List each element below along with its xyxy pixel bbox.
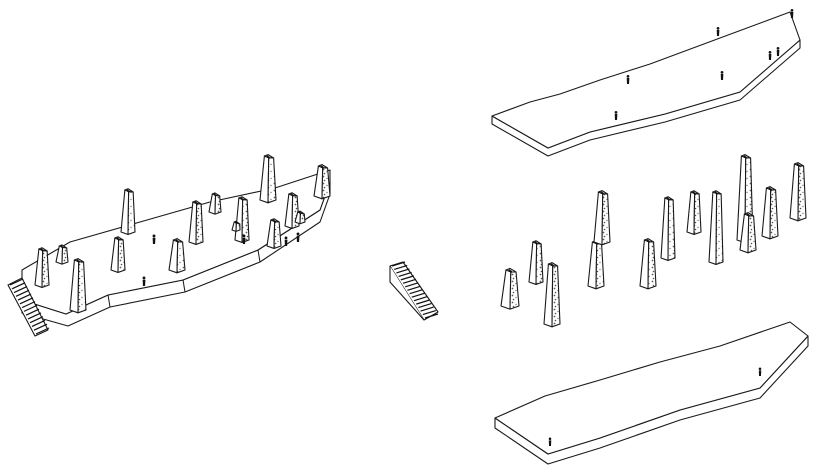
person-figure <box>614 110 618 120</box>
roof-slab-top <box>491 11 801 149</box>
pillar <box>234 196 250 243</box>
pillar <box>266 218 282 249</box>
tapered-pillars <box>500 154 807 328</box>
pillar <box>208 192 222 215</box>
pillar <box>543 262 561 328</box>
person-figure <box>548 437 552 446</box>
pillar <box>110 236 126 273</box>
roof-slab <box>491 8 801 157</box>
person-figure <box>296 232 300 242</box>
pillar <box>313 164 331 200</box>
pillar <box>593 190 611 246</box>
person-figure <box>716 26 720 36</box>
person-figure <box>720 70 724 80</box>
ramp-hatching <box>391 261 439 319</box>
person-figure <box>242 234 246 244</box>
stair-ramp <box>389 261 439 321</box>
person-figure <box>152 234 156 244</box>
person-figure <box>626 74 630 84</box>
person-figure <box>758 367 762 376</box>
pillar <box>120 188 136 235</box>
pillar <box>639 238 657 290</box>
person-figure <box>790 8 794 18</box>
pillar <box>708 190 724 265</box>
pillar <box>34 247 50 288</box>
ramp-side <box>389 266 425 321</box>
floor-slab <box>494 321 809 465</box>
pillar <box>686 190 702 235</box>
pillar <box>55 244 69 265</box>
pillar <box>587 240 605 290</box>
assembled-figures <box>142 232 300 286</box>
pillar <box>188 200 204 245</box>
assembled-building <box>7 154 331 337</box>
pillar <box>259 154 277 204</box>
pillar <box>739 212 757 254</box>
person-figure <box>284 236 288 246</box>
pillar <box>69 258 87 314</box>
roof-figures <box>614 8 794 120</box>
person-figure <box>768 50 772 60</box>
person-figure <box>142 276 146 286</box>
assembled-ramp <box>7 277 50 337</box>
pillar <box>500 267 520 310</box>
pillar <box>231 220 241 232</box>
pillar <box>528 240 544 285</box>
floor-figures <box>548 367 762 446</box>
pillar <box>168 238 186 274</box>
pillar <box>761 186 779 240</box>
assembled-slab-edges <box>107 249 261 308</box>
pillar <box>789 162 807 222</box>
ramp-body <box>389 261 439 321</box>
floor-slab-top <box>494 321 809 455</box>
pillar <box>660 196 676 261</box>
person-figure <box>776 46 780 56</box>
assembled-pillars <box>34 154 331 314</box>
pillar <box>294 210 306 225</box>
